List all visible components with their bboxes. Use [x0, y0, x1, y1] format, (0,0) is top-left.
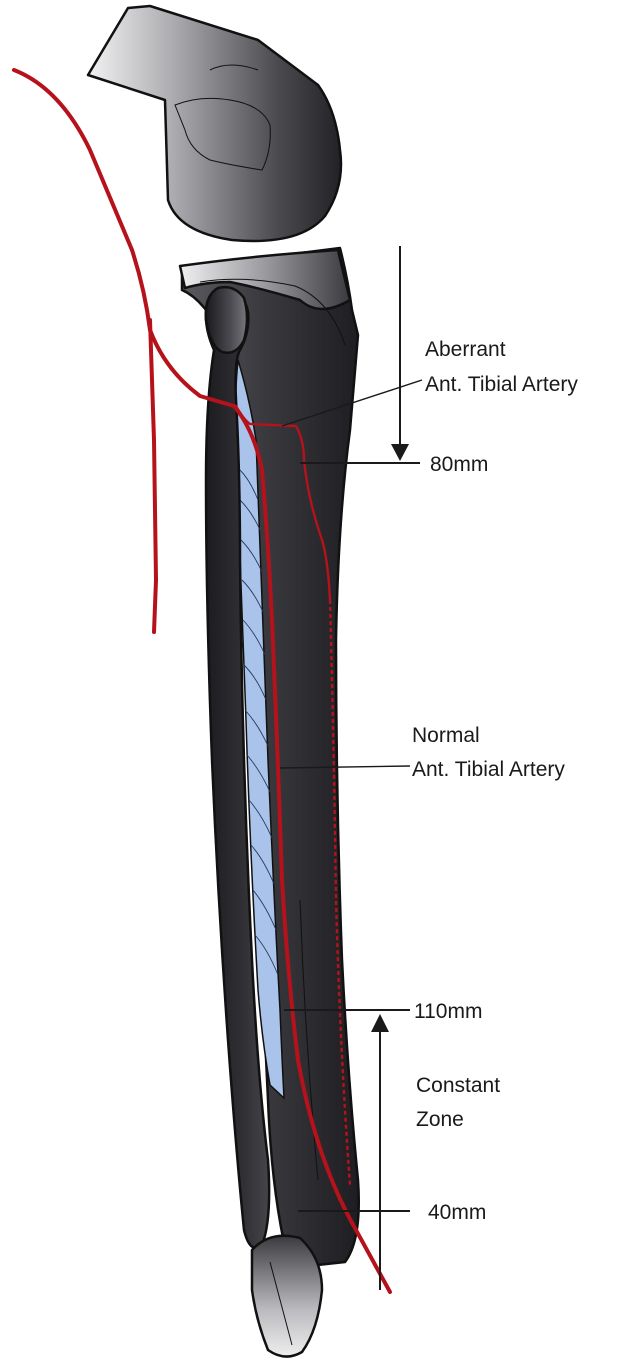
tibia	[180, 248, 359, 1268]
measurement-40mm: 40mm	[428, 1201, 486, 1224]
fibular-head	[206, 287, 247, 353]
aberrant-label-line2: Ant. Tibial Artery	[425, 373, 578, 396]
measurement-80mm: 80mm	[430, 453, 488, 476]
constant-zone-arrow	[371, 1014, 389, 1290]
normal-label-line2: Ant. Tibial Artery	[412, 758, 565, 781]
normal-label-line1: Normal	[412, 724, 480, 747]
constant-zone-label-line1: Constant	[416, 1074, 500, 1097]
measurement-110mm: 110mm	[414, 1000, 482, 1023]
lateral-malleolus	[252, 1236, 322, 1357]
constant-zone-label-line2: Zone	[416, 1108, 464, 1131]
aberrant-label-line1: Aberrant	[425, 338, 506, 361]
femur	[88, 6, 341, 241]
posterior-tibial-branch	[150, 320, 156, 632]
